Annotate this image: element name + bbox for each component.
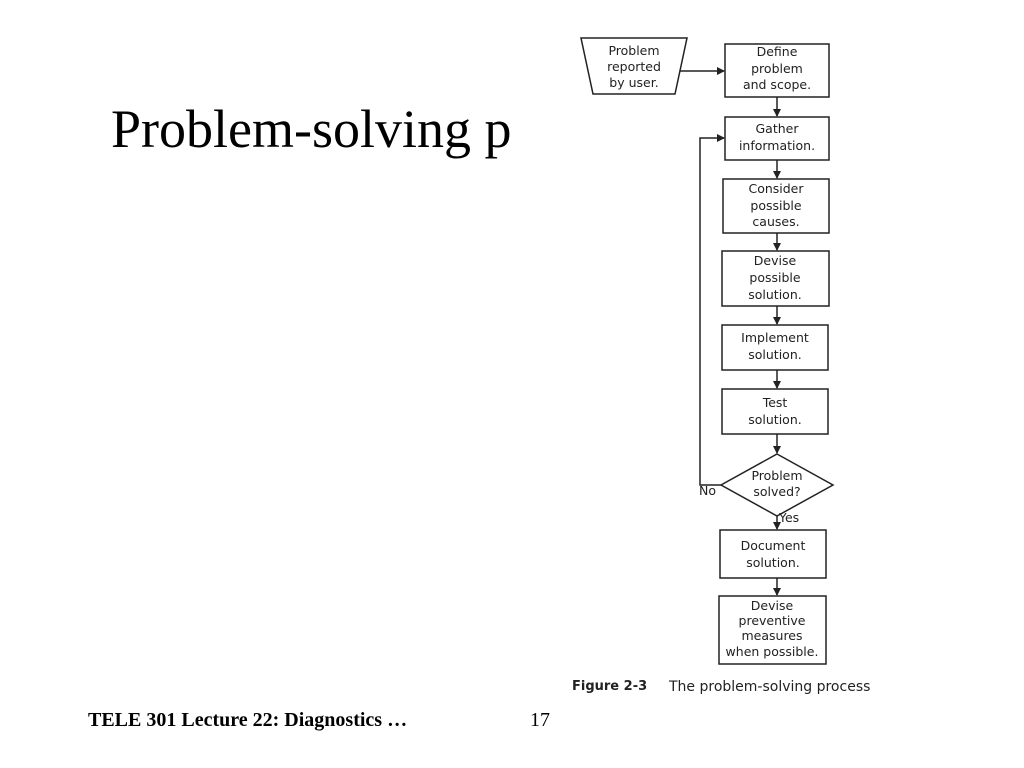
node-implement-solution: Implement solution. bbox=[721, 324, 829, 371]
node-text: by user. bbox=[609, 75, 658, 90]
node-text: preventive bbox=[739, 613, 806, 628]
node-text: solution. bbox=[748, 412, 801, 427]
node-text: solution. bbox=[748, 287, 801, 302]
node-problem-solved-decision: Problem solved? bbox=[719, 453, 835, 517]
node-text: solution. bbox=[748, 347, 801, 362]
node-text: Test bbox=[762, 395, 788, 410]
node-text: Consider bbox=[748, 181, 804, 196]
edge-label-no: No bbox=[699, 483, 716, 498]
node-gather-information: Gather information. bbox=[724, 116, 830, 161]
node-text: solved? bbox=[753, 484, 800, 499]
node-text: Gather bbox=[756, 121, 800, 136]
slide-title: Problem-solving p bbox=[111, 99, 512, 159]
figure-caption-text: The problem-solving process bbox=[668, 679, 870, 695]
node-test-solution: Test solution. bbox=[721, 388, 829, 435]
flowchart-svg: Problem reported by user. Define problem… bbox=[572, 37, 870, 695]
node-text: causes. bbox=[752, 214, 799, 229]
node-text: reported bbox=[607, 59, 661, 74]
figure-caption-label: Figure 2-3 bbox=[572, 679, 647, 694]
node-text: problem bbox=[751, 61, 803, 76]
edge-label-yes: Yes bbox=[778, 510, 799, 525]
node-text: Define bbox=[757, 44, 798, 59]
node-text: information. bbox=[739, 138, 815, 153]
node-text: Implement bbox=[741, 330, 809, 345]
node-text: Devise bbox=[751, 598, 794, 613]
node-document-solution: Document solution. bbox=[719, 529, 827, 579]
node-text: solution. bbox=[746, 555, 799, 570]
node-problem-reported: Problem reported by user. bbox=[580, 37, 688, 95]
connectors bbox=[678, 67, 781, 596]
node-text: Document bbox=[741, 538, 806, 553]
slide-footer: TELE 301 Lecture 22: Diagnostics … bbox=[88, 709, 408, 731]
node-text: possible bbox=[749, 270, 800, 285]
node-text: Devise bbox=[754, 253, 797, 268]
node-text: Problem bbox=[608, 43, 659, 58]
slide-page-number: 17 bbox=[530, 709, 550, 731]
node-text: Problem bbox=[751, 468, 802, 483]
node-devise-solution: Devise possible solution. bbox=[721, 250, 830, 307]
flowchart-figure: Problem reported by user. Define problem… bbox=[545, 22, 925, 712]
node-devise-preventive-measures: Devise preventive measures when possible… bbox=[718, 595, 827, 665]
node-text: when possible. bbox=[726, 644, 819, 659]
loop-no-to-gather bbox=[699, 134, 725, 486]
node-consider-causes: Consider possible causes. bbox=[722, 178, 830, 234]
node-define-problem: Define problem and scope. bbox=[724, 43, 830, 98]
node-text: measures bbox=[741, 628, 802, 643]
node-text: and scope. bbox=[743, 77, 811, 92]
node-text: possible bbox=[750, 198, 801, 213]
